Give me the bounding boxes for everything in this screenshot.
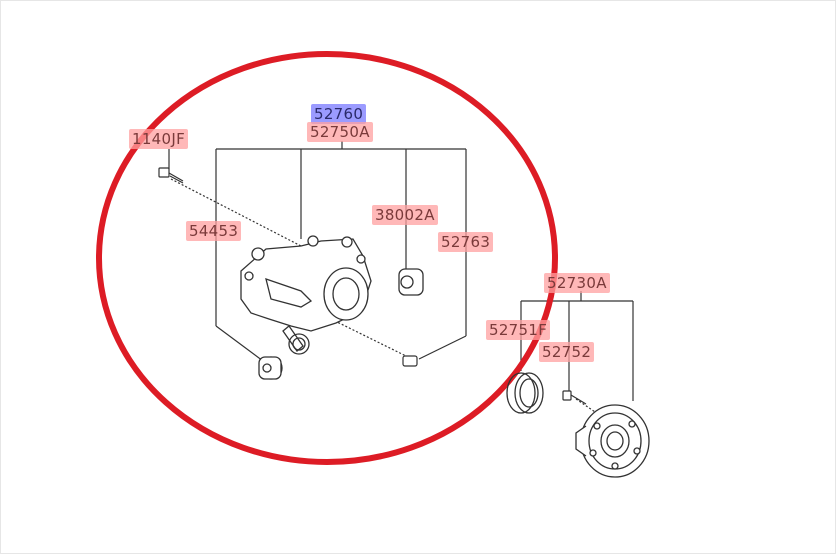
seal-part <box>506 372 544 414</box>
part-label-52763[interactable]: 52763 <box>438 232 494 252</box>
part-label-1140jf[interactable]: 1140JF <box>129 129 189 149</box>
knuckle-part <box>240 235 372 352</box>
ring-part <box>288 333 310 355</box>
part-label-52750a[interactable]: 52750A <box>307 122 373 142</box>
part-label-52751f[interactable]: 52751F <box>486 320 551 340</box>
bolt-part <box>158 167 184 184</box>
lower-bolt-part <box>402 355 418 367</box>
highlight-circle <box>96 51 558 465</box>
bushing-lower-part <box>258 356 283 380</box>
stud-part <box>562 390 587 405</box>
part-label-52730a[interactable]: 52730A <box>544 273 610 293</box>
part-label-52760[interactable]: 52760 <box>311 104 367 124</box>
part-label-52752[interactable]: 52752 <box>539 342 595 362</box>
bushing-upper-part <box>398 268 424 296</box>
hub-part <box>575 404 650 478</box>
part-label-54453[interactable]: 54453 <box>186 221 242 241</box>
part-label-38002a[interactable]: 38002A <box>372 205 438 225</box>
